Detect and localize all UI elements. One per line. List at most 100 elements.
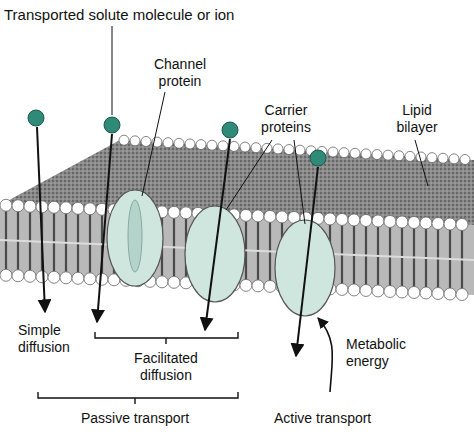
category-label: Passive transport (70, 410, 200, 427)
solute-ball (104, 117, 120, 133)
lipid-head (0, 199, 12, 211)
lipid-head (264, 280, 276, 292)
energy-arrow (318, 318, 332, 392)
diffusion-arrow (97, 134, 112, 322)
lipid-head (252, 280, 264, 292)
lipid-head (372, 215, 384, 227)
lipid-head (251, 143, 261, 153)
lipid-head (324, 213, 336, 225)
lipid-head (405, 151, 415, 161)
lipid-head (119, 135, 129, 145)
lipid-head (456, 218, 468, 230)
lipid-head (384, 285, 396, 297)
leader-line (294, 140, 305, 224)
lipid-head (60, 272, 72, 284)
lipid-head (240, 142, 250, 152)
lipid-head (240, 209, 252, 221)
solute-ball (222, 122, 238, 138)
lipid-head (383, 150, 393, 160)
lipid-head (427, 153, 437, 163)
process-label: Facilitated diffusion (118, 350, 214, 384)
diffusion-arrow (37, 127, 45, 312)
lipid-head (0, 269, 12, 281)
lipid-head (196, 140, 206, 150)
lipid-head (163, 138, 173, 148)
lipid-head (207, 140, 217, 150)
lipid-head (460, 154, 470, 164)
solute-molecules (28, 110, 326, 166)
lipid-head (84, 203, 96, 215)
lipid-head (420, 217, 432, 229)
lipid-head (408, 286, 420, 298)
lipid-head (72, 202, 84, 214)
lipid-head (432, 217, 444, 229)
leader-line (142, 92, 165, 196)
lipid-head (396, 216, 408, 228)
leader-line (112, 26, 113, 115)
lipid-head (372, 150, 382, 160)
lipid-head (432, 287, 444, 299)
lipid-head (444, 288, 456, 300)
category-label: Active transport (274, 410, 371, 427)
part-label: Lipid bilayer (382, 102, 452, 136)
lipid-head (156, 276, 168, 288)
leader-line (226, 140, 272, 210)
lipid-head (60, 202, 72, 214)
lipid-head (394, 151, 404, 161)
lipid-head (361, 149, 371, 159)
lipid-head (168, 276, 180, 288)
lipid-head (229, 141, 239, 151)
channel-pore (128, 200, 142, 272)
lipid-head (295, 145, 305, 155)
lipid-head (396, 286, 408, 298)
lipid-head (276, 211, 288, 223)
title-label: Transported solute molecule or ion (4, 6, 234, 23)
bracket (95, 332, 238, 344)
lipid-head (185, 139, 195, 149)
process-label: Metabolic energy (346, 336, 426, 370)
lipid-head (141, 136, 151, 146)
lipid-head (284, 145, 294, 155)
leader-line (415, 140, 428, 186)
lipid-head (72, 272, 84, 284)
lipid-head (168, 206, 180, 218)
lipid-head (36, 201, 48, 213)
lipid-head (48, 271, 60, 283)
lipid-head (328, 147, 338, 157)
solute-ball (28, 110, 44, 126)
lipid-head (360, 214, 372, 226)
lipid-head (264, 210, 276, 222)
lipid-head (96, 273, 108, 285)
lipid-head (360, 284, 372, 296)
lipid-head (456, 288, 468, 300)
lipid-head (218, 141, 228, 151)
lipid-head (48, 201, 60, 213)
lipid-head (350, 148, 360, 158)
lipid-head (438, 153, 448, 163)
lipid-head (444, 218, 456, 230)
lipid-head (12, 270, 24, 282)
lipid-head (336, 213, 348, 225)
part-label: Channel protein (140, 56, 220, 90)
part-label: Carrier proteins (246, 102, 326, 136)
lipid-head (273, 144, 283, 154)
lipid-head (240, 279, 252, 291)
lipid-head (130, 136, 140, 146)
lipid-head (174, 138, 184, 148)
channel-protein-shape (107, 190, 163, 286)
lipid-head (348, 214, 360, 226)
lipid-head (36, 271, 48, 283)
lipid-head (348, 284, 360, 296)
lipid-head (384, 215, 396, 227)
lipid-head (372, 285, 384, 297)
transport-arrows (37, 127, 332, 392)
lipid-head (339, 148, 349, 158)
lipid-head (252, 210, 264, 222)
transport-arrow (296, 167, 318, 356)
process-label: Simple diffusion (18, 322, 88, 356)
diffusion-arrow (205, 139, 230, 330)
lipid-head (24, 200, 36, 212)
carrier-protein-shape (275, 220, 335, 316)
